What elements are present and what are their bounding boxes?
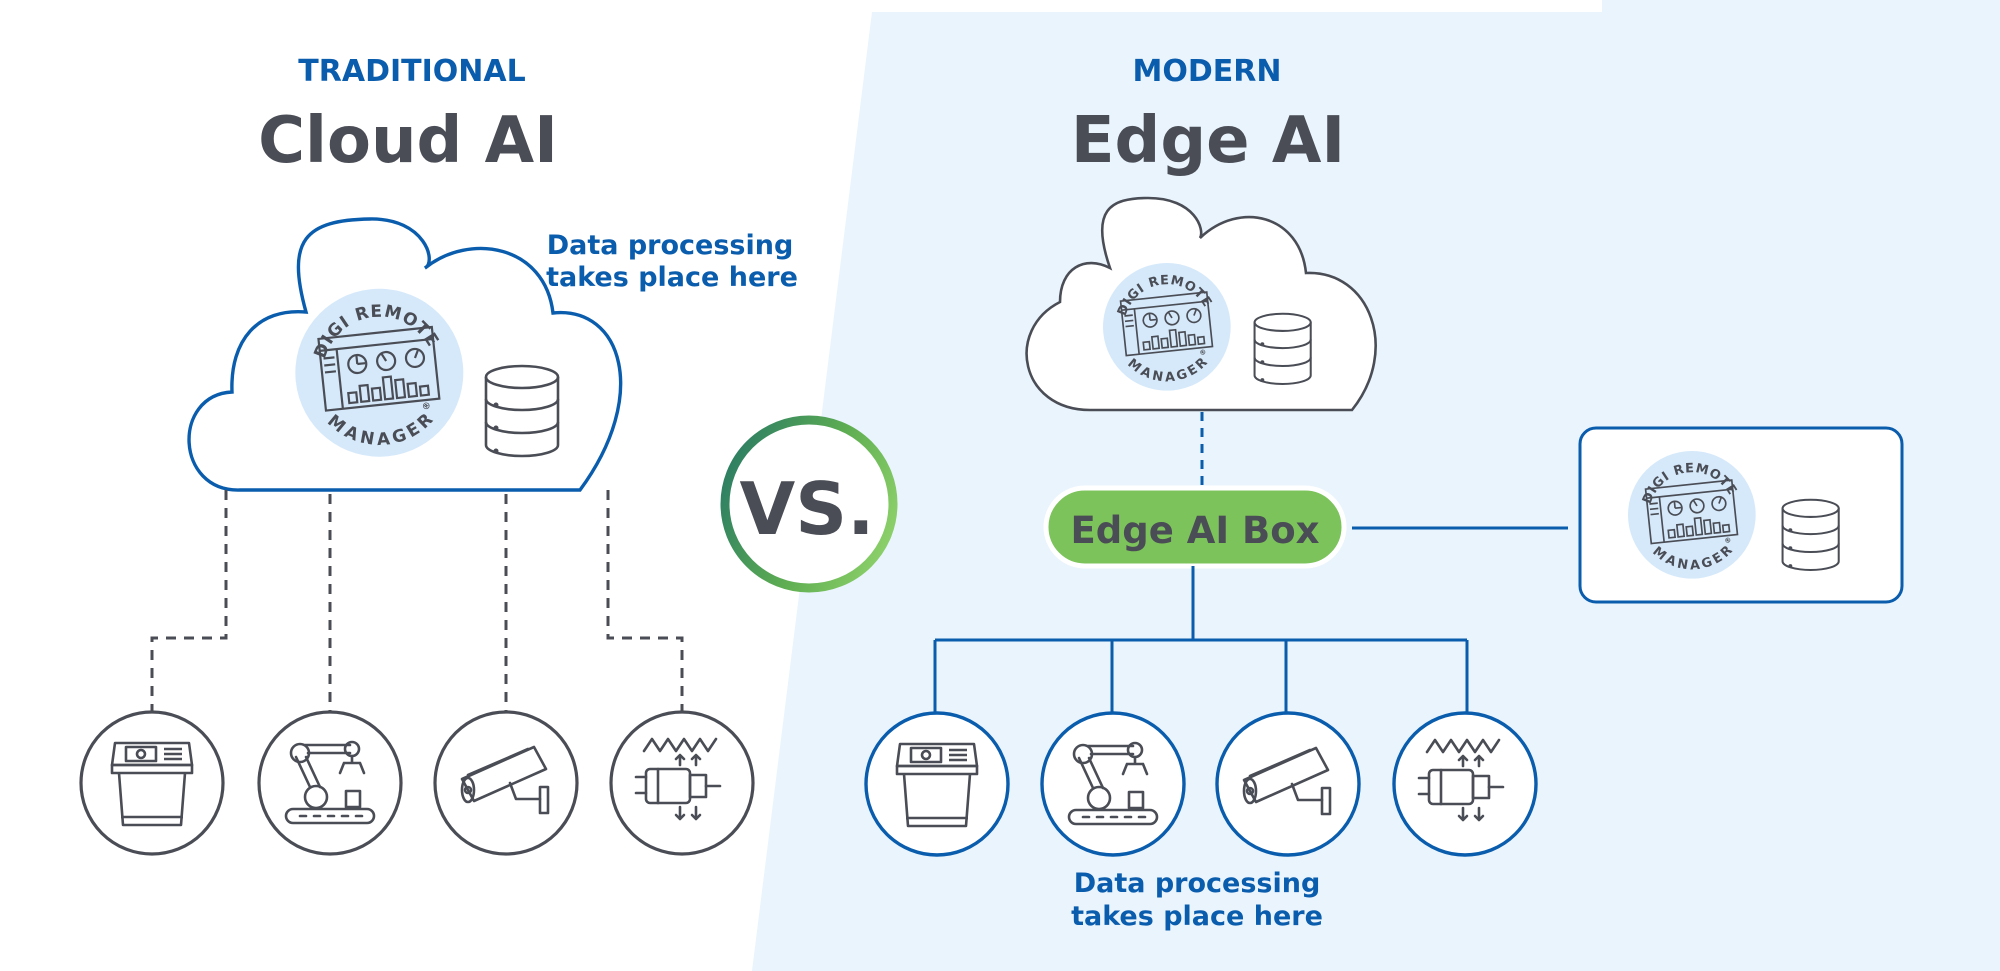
- cloud-processing-note-line1: Data processing: [547, 230, 794, 261]
- connector-kiosk: [150, 490, 228, 712]
- edge-kiosk-device: [864, 711, 1010, 857]
- edge-processing-note-line1: Data processing: [1074, 868, 1321, 899]
- vibration-motor-device: [609, 710, 755, 856]
- edge-ai-box-label: Edge AI Box: [1071, 509, 1320, 552]
- traditional-tag: TRADITIONAL: [298, 54, 525, 89]
- edge-robot-arm-device: [1040, 711, 1186, 857]
- edge-device-connectors: [933, 566, 1469, 712]
- panel-database-icon: [1781, 498, 1840, 571]
- modern-tag: MODERN: [1133, 54, 1282, 89]
- edge-ai-title: Edge AI: [1071, 104, 1345, 178]
- vs-badge: [720, 415, 898, 593]
- cloud-device-connectors: [150, 490, 684, 712]
- edge-devices: [864, 711, 1538, 857]
- robot-arm-device: [257, 710, 403, 856]
- cloud-processing-note-line2: takes place here: [546, 262, 798, 293]
- kiosk-device: [79, 710, 225, 856]
- edge-cloud-drm-icon: DIGI REMOTE MANAGER®: [1095, 255, 1238, 398]
- edge-processing-note-line2: takes place here: [1071, 901, 1323, 932]
- database-icon: [484, 364, 560, 458]
- modern-panel-background: [752, 0, 2000, 971]
- connector-motor: [606, 490, 684, 712]
- security-camera-device: [433, 710, 579, 856]
- panel-drm-icon: DIGI REMOTE MANAGER®: [1620, 443, 1763, 586]
- cloud-devices: [79, 710, 755, 856]
- edge-cloud-database-icon: [1253, 312, 1312, 385]
- edge-vibration-motor-device: [1392, 711, 1538, 857]
- edge-security-camera-device: [1215, 711, 1361, 857]
- vs-label: VS.: [740, 467, 875, 551]
- cloud-ai-title: Cloud AI: [258, 104, 558, 178]
- edge-ai-box: [1043, 485, 1347, 569]
